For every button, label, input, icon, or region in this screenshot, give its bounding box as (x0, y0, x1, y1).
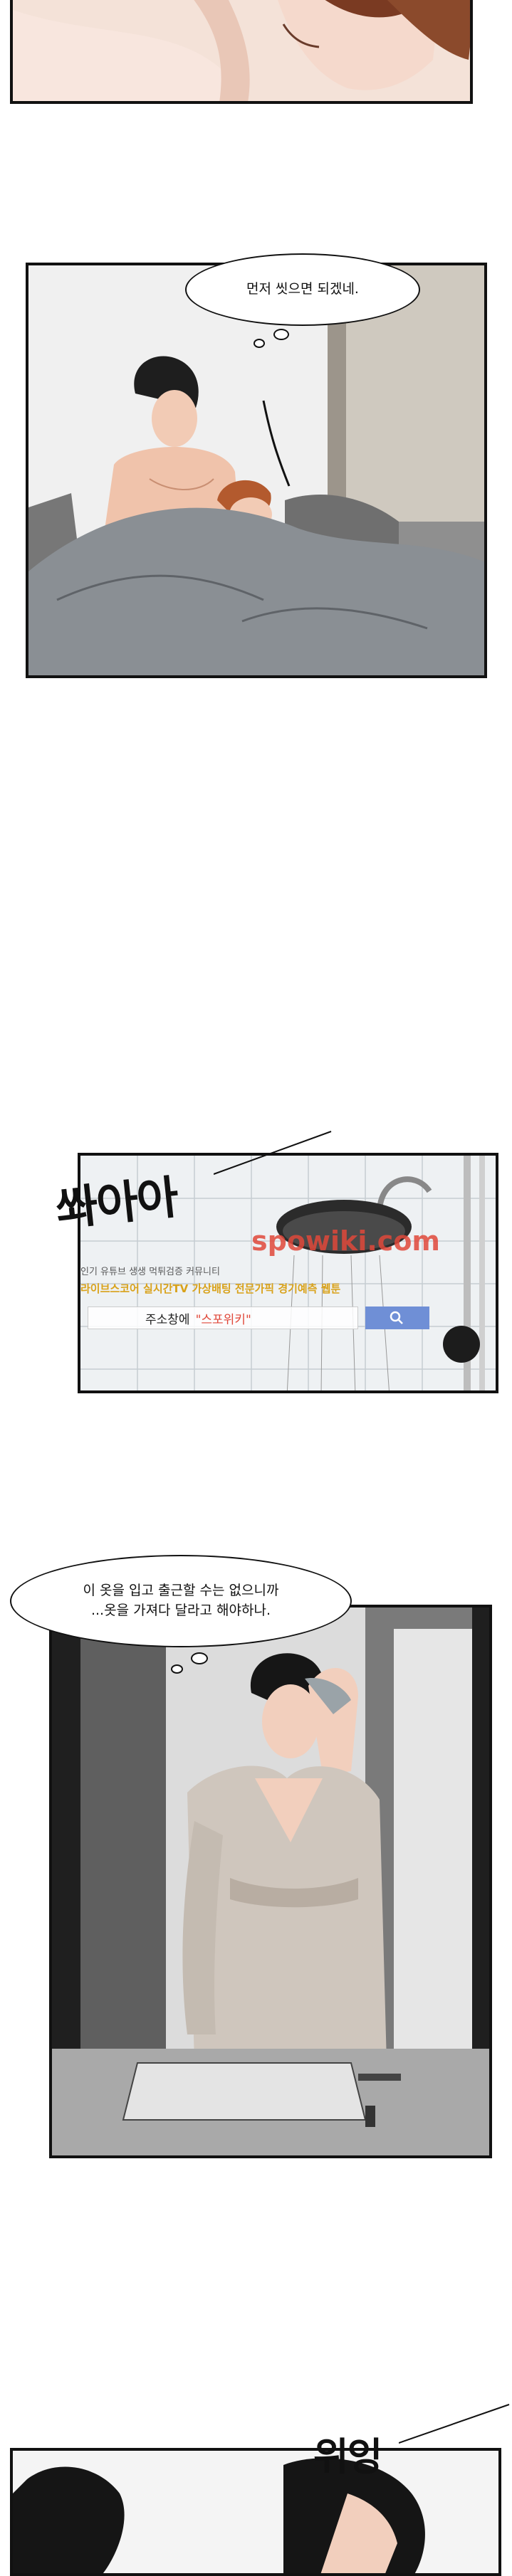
panel-3: spowiki.com 인기 유튜브 생생 먹튀검증 커뮤니티 라이브스코어 실… (78, 1153, 498, 1393)
watermark-search-button (365, 1307, 429, 1329)
panel-3-art (80, 1156, 496, 1390)
speech-bubble-1-line1: 먼저 씻으면 되겠네. (246, 281, 359, 297)
panel-4 (49, 1605, 492, 2158)
sfx-buzz: 위잉 (313, 2434, 382, 2479)
bubble-2-tail-dot (171, 1664, 183, 1674)
panel-5 (10, 2448, 501, 2576)
watermark-tagline: 인기 유튜브 생생 먹튀검증 커뮤니티 (80, 1267, 220, 1277)
panel-1 (10, 0, 473, 104)
watermark-site: spowiki.com (251, 1225, 441, 1257)
watermark-search-label: 주소창에 (145, 1312, 190, 1327)
panel-2-art (28, 265, 484, 675)
search-icon (390, 1311, 403, 1324)
speech-bubble-2-line2: ...옷을 가져다 달라고 해야하나. (90, 1603, 271, 1618)
watermark-search-box: 주소창에 "스포위키" (88, 1307, 358, 1329)
panel-1-art (13, 0, 470, 101)
bubble-1-tail-dot (254, 339, 265, 348)
panel-4-art (52, 1608, 489, 2155)
speech-bubble-1: 먼저 씻으면 되겠네. (185, 253, 420, 326)
speech-bubble-2: 이 옷을 입고 출근할 수는 없으니까 ...옷을 가져다 달라고 해야하나. (10, 1555, 352, 1647)
bubble-2-tail-dot (191, 1652, 208, 1664)
speech-bubble-2-line1: 이 옷을 입고 출근할 수는 없으니까 (83, 1583, 279, 1599)
panel-5-art (13, 2451, 498, 2573)
watermark-search-value: "스포위키" (195, 1312, 251, 1327)
sfx-shower: 쏴아아 (53, 1171, 180, 1237)
watermark-links: 라이브스코어 실시간TV 가상배팅 전문가픽 경기예측 웹툰 (80, 1282, 341, 1295)
panel-2 (26, 263, 487, 678)
bubble-1-tail-dot (273, 329, 289, 340)
sfx-shower-line (214, 1131, 332, 1175)
sfx-buzz-line (399, 2404, 510, 2444)
